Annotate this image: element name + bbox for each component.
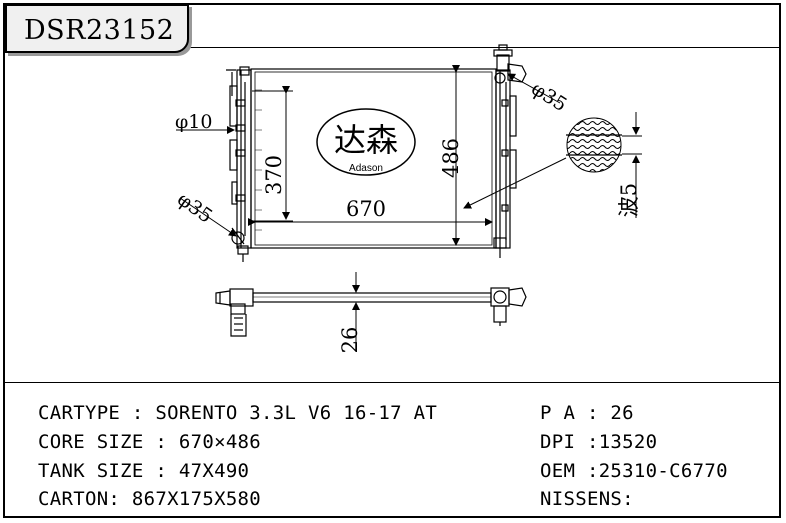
spec-pa: P A : 26 (540, 402, 634, 424)
spec-core-size: CORE SIZE : 670×486 (38, 431, 262, 453)
spec-tank-size: TANK SIZE : 47X490 (38, 460, 250, 482)
radiator-top-view (215, 287, 527, 337)
spec-oem: OEM :25310-C6770 (540, 460, 728, 482)
logo-chinese: 达森 (334, 121, 398, 159)
dimension-phi35-top (507, 73, 561, 104)
model-code: DSR23152 (24, 15, 175, 46)
dim-label-26: 26 (338, 327, 362, 354)
adason-logo: 达森 Adason (316, 108, 416, 176)
dim-label-370: 370 (262, 155, 286, 195)
specs-divider (3, 382, 781, 383)
logo-english: Adason (349, 163, 383, 174)
dim-label-phi35-top: φ35 (527, 78, 570, 117)
dim-label-fin-wave: 波5 (617, 183, 641, 217)
spec-nissens: NISSENS: (540, 488, 634, 510)
radiator-front-view (226, 44, 527, 262)
spec-carton: CARTON: 867X175X580 (38, 488, 262, 510)
dim-label-670: 670 (346, 197, 386, 221)
header-rule (189, 47, 781, 48)
left-tank (226, 66, 252, 262)
spec-cartype: CARTYPE : SORENTO 3.3L V6 16-17 AT (38, 402, 438, 424)
dimension-phi35-bottom (179, 197, 237, 237)
spec-dpi: DPI :13520 (540, 431, 658, 453)
dim-label-phi35-bottom: φ35 (173, 188, 216, 228)
right-tank (493, 44, 527, 258)
model-code-box: DSR23152 (5, 4, 189, 53)
outer-border (3, 3, 781, 518)
dim-label-486: 486 (439, 138, 463, 178)
fin-detail (463, 112, 642, 218)
dim-label-phi10: φ10 (175, 111, 212, 133)
